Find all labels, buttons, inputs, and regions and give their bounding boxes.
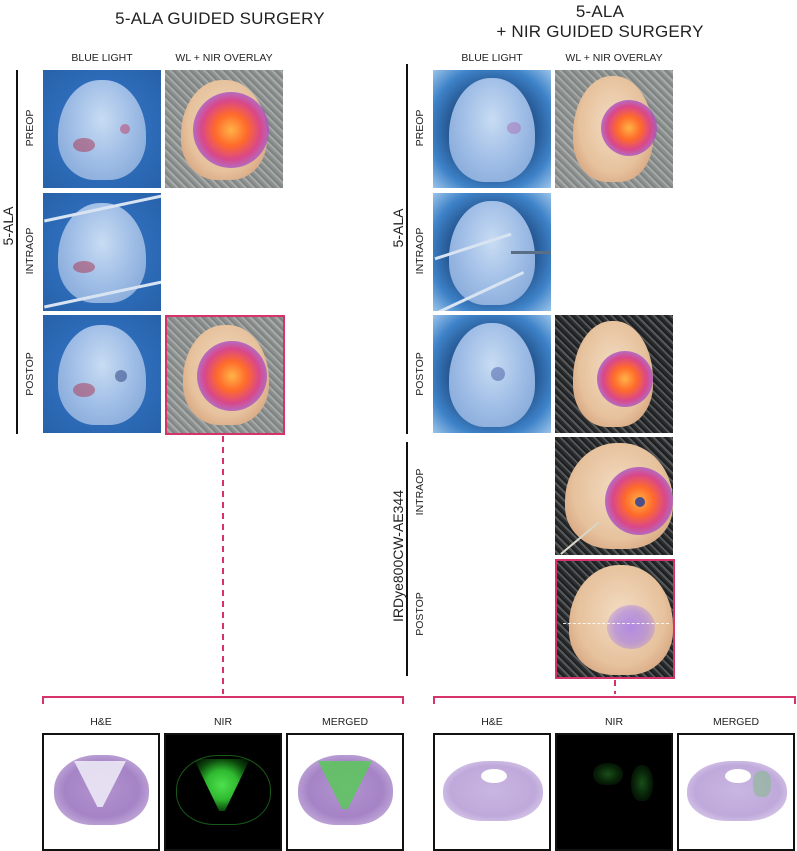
right-group-label-irdye: IRDye800CW-AE344 <box>390 489 406 623</box>
section-plane-line <box>563 623 669 624</box>
right-histology-header-merged: MERGED <box>712 716 760 728</box>
left-histology-he-image <box>42 733 160 851</box>
left-dashed-connector <box>222 436 224 694</box>
left-preop-blue-light-image <box>43 70 161 188</box>
left-group-bracket <box>16 70 18 434</box>
left-col-header-blue-light: BLUE LIGHT <box>71 52 133 64</box>
left-histology-header-merged: MERGED <box>321 716 369 728</box>
left-histology-merged-image <box>286 733 404 851</box>
right-bracket-tick-right <box>794 696 796 704</box>
right-bracket-tick-left <box>433 696 435 704</box>
left-preop-wl-nir-overlay-image <box>165 70 283 188</box>
left-bracket-line <box>42 696 404 698</box>
right-col-header-wl-nir: WL + NIR OVERLAY <box>565 52 663 64</box>
right-col-header-blue-light: BLUE LIGHT <box>461 52 523 64</box>
right-irdye-postop-overlay-image-highlighted <box>555 559 675 679</box>
right-histology-header-he: H&E <box>481 716 503 728</box>
right-intraop-blue-light-image <box>433 193 551 311</box>
right-group-bracket-irdye <box>406 442 408 676</box>
right-preop-blue-light-image <box>433 70 551 188</box>
left-intraop-blue-light-image <box>43 193 161 311</box>
right-histology-nir-image <box>555 733 673 851</box>
left-postop-wl-nir-overlay-image-highlighted <box>165 315 285 435</box>
left-col-header-wl-nir: WL + NIR OVERLAY <box>175 52 273 64</box>
right-row-label-irdye-postop: POSTOP <box>414 592 426 636</box>
right-row-label-postop: POSTOP <box>414 352 426 396</box>
left-postop-blue-light-image <box>43 315 161 433</box>
right-row-label-irdye-intraop: INTRAOP <box>414 468 426 516</box>
left-histology-header-he: H&E <box>90 716 112 728</box>
left-row-label-intraop: INTRAOP <box>24 227 36 275</box>
right-group-label-5ala: 5-ALA <box>390 208 406 248</box>
left-histology-header-nir: NIR <box>213 716 233 728</box>
left-bracket-tick-left <box>42 696 44 704</box>
left-bracket-tick-right <box>402 696 404 704</box>
right-group-bracket-5ala <box>406 64 408 434</box>
right-irdye-intraop-overlay-image <box>555 437 673 555</box>
right-figure-title-line2: + NIR GUIDED SURGERY <box>496 22 704 41</box>
right-row-label-intraop: INTRAOP <box>414 227 426 275</box>
left-figure-title: 5-ALA GUIDED SURGERY <box>115 9 325 28</box>
right-histology-header-nir: NIR <box>604 716 624 728</box>
left-row-label-postop: POSTOP <box>24 352 36 396</box>
right-postop-wl-nir-overlay-image <box>555 315 673 433</box>
right-postop-blue-light-image <box>433 315 551 433</box>
left-histology-nir-image <box>164 733 282 851</box>
right-preop-wl-nir-overlay-image <box>555 70 673 188</box>
right-dashed-connector <box>614 680 616 694</box>
right-figure-title-line1: 5-ALA <box>575 2 625 21</box>
right-histology-he-image <box>433 733 551 851</box>
right-bracket-line <box>433 696 796 698</box>
left-group-label: 5-ALA <box>0 206 16 246</box>
right-histology-merged-image <box>677 733 795 851</box>
right-row-label-preop: PREOP <box>414 109 426 147</box>
left-row-label-preop: PREOP <box>24 109 36 147</box>
